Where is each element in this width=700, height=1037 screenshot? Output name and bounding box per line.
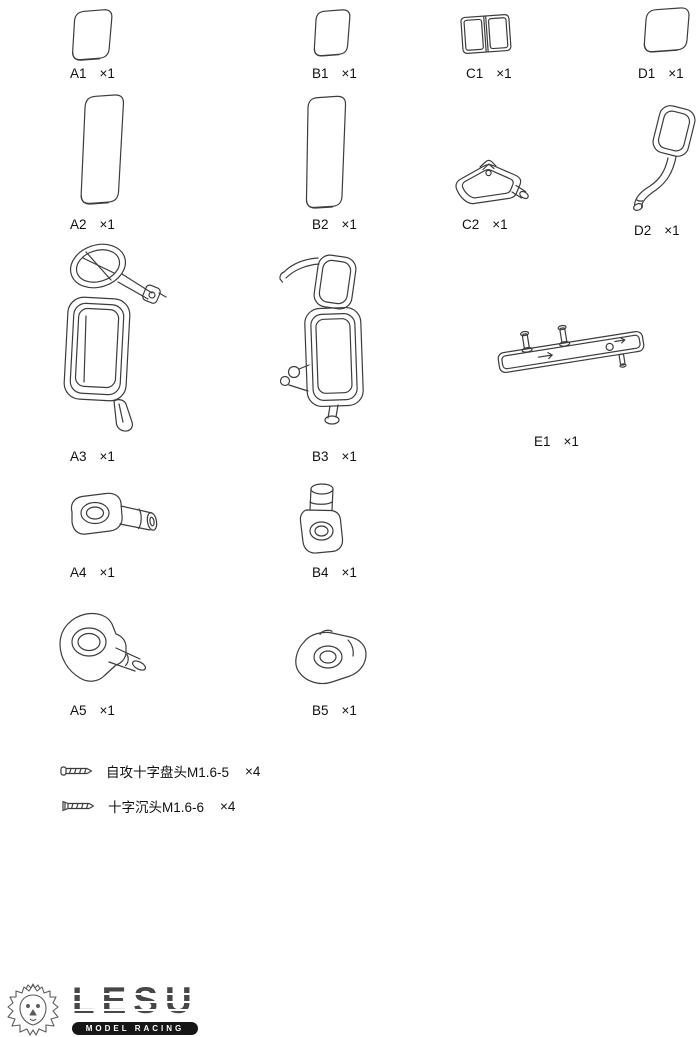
part-qty: ×1 <box>99 449 115 464</box>
logo-stripe <box>72 1001 200 1003</box>
part-id: B4 <box>312 565 329 580</box>
part-qty: ×1 <box>341 449 357 464</box>
part-label-d2: D2 ×1 <box>634 223 680 238</box>
pan-head-screw-icon <box>60 766 93 776</box>
part-qty: ×1 <box>496 66 512 81</box>
part-qty: ×1 <box>492 217 508 232</box>
part-d1-mirror-glass-drawing <box>643 7 690 53</box>
part-id: B2 <box>312 217 329 232</box>
part-a3-mirror-housing-assembly-drawing <box>63 243 167 432</box>
part-qty: ×1 <box>341 66 357 81</box>
part-label-e1: E1 ×1 <box>534 434 579 449</box>
part-a4-clamp-eyelet-drawing <box>70 492 158 535</box>
screw-row-countersunk: 十字沉头M1.6-6 ×4 <box>62 796 235 816</box>
logo-subtitle: MODEL RACING <box>85 1024 185 1033</box>
part-label-c1: C1 ×1 <box>466 66 512 81</box>
logo-stripe <box>72 1009 200 1011</box>
part-b1-mirror-glass-drawing <box>313 9 351 57</box>
part-qty: ×1 <box>341 217 357 232</box>
part-b2-mirror-glass-drawing <box>305 95 347 209</box>
part-qty: ×1 <box>668 66 684 81</box>
part-label-b1: B1 ×1 <box>312 66 357 81</box>
part-id: A3 <box>70 449 87 464</box>
part-id: A5 <box>70 703 87 718</box>
part-c2-mount-base-drawing <box>455 159 529 205</box>
part-qty: ×1 <box>99 565 115 580</box>
part-label-a4: A4 ×1 <box>70 565 115 580</box>
part-id: B3 <box>312 449 329 464</box>
part-label-a5: A5 ×1 <box>70 703 115 718</box>
logo-stripe <box>72 993 200 995</box>
part-b4-clamp-eyelet-drawing <box>299 483 344 554</box>
screw-label: 自攻十字盘头M1.6-5 <box>106 765 230 780</box>
part-qty: ×1 <box>341 565 357 580</box>
part-label-b3: B3 ×1 <box>312 449 357 464</box>
part-id: E1 <box>534 434 551 449</box>
part-qty: ×1 <box>99 703 115 718</box>
screw-row-pan-head: 自攻十字盘头M1.6-5 ×4 <box>60 761 260 781</box>
part-a5-eyelet-ring-drawing <box>59 612 147 682</box>
part-qty: ×1 <box>563 434 579 449</box>
part-label-b5: B5 ×1 <box>312 703 357 718</box>
screw-label: 十字沉头M1.6-6 <box>108 800 205 815</box>
part-label-b2: B2 ×1 <box>312 217 357 232</box>
part-id: B1 <box>312 66 329 81</box>
part-id: C2 <box>462 217 480 232</box>
part-id: B5 <box>312 703 329 718</box>
part-label-b4: B4 ×1 <box>312 565 357 580</box>
lesu-logo: LESU MODEL RACING <box>6 980 200 1036</box>
lion-head-icon <box>7 983 59 1036</box>
screw-qty: ×4 <box>220 798 236 814</box>
part-id: A2 <box>70 217 87 232</box>
screw-qty: ×4 <box>245 763 261 779</box>
countersunk-screw-icon <box>62 800 95 812</box>
part-label-c2: C2 ×1 <box>462 217 508 232</box>
part-id: D2 <box>634 223 652 238</box>
part-label-d1: D1 ×1 <box>638 66 684 81</box>
part-b5-eyelet-ring-drawing <box>295 629 367 685</box>
part-a2-mirror-glass-drawing <box>80 94 125 205</box>
part-id: A4 <box>70 565 87 580</box>
part-label-a3: A3 ×1 <box>70 449 115 464</box>
part-id: D1 <box>638 66 656 81</box>
logo-text: LESU MODEL RACING <box>72 980 200 1035</box>
part-c1-dual-mirror-glass-drawing <box>460 14 512 54</box>
part-qty: ×1 <box>99 66 115 81</box>
part-d2-mirror-arm-drawing <box>632 105 696 211</box>
logo-name: LESU <box>72 980 199 1021</box>
part-qty: ×1 <box>99 217 115 232</box>
part-a1-mirror-glass-drawing <box>72 9 113 61</box>
part-id: A1 <box>70 66 87 81</box>
part-label-a1: A1 ×1 <box>70 66 115 81</box>
logo-subtitle-bar: MODEL RACING <box>72 1022 198 1035</box>
part-qty: ×1 <box>341 703 357 718</box>
part-label-a2: A2 ×1 <box>70 217 115 232</box>
part-e1-mount-plate-drawing <box>497 324 645 374</box>
part-id: C1 <box>466 66 484 81</box>
part-b3-mirror-housing-assembly-drawing <box>279 254 364 425</box>
part-qty: ×1 <box>664 223 680 238</box>
